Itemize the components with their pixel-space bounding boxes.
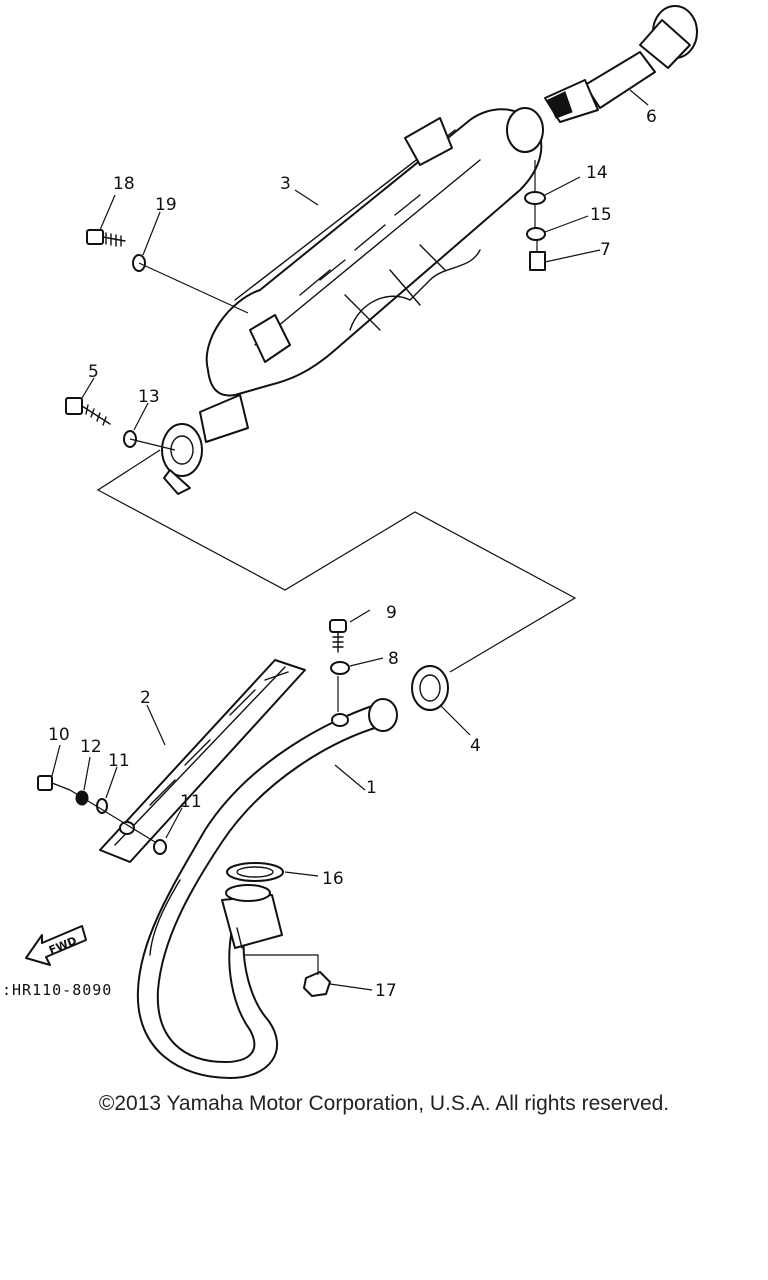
callout-14: 14	[586, 163, 608, 183]
tail-pipe-part-6	[544, 5, 698, 123]
exhaust-exploded-diagram: 1 2 3 4 5 6 7 8 9 10 11 11 12 13 14 15 1…	[2, 5, 698, 1079]
protector-part-2	[99, 659, 306, 863]
bolt-7	[529, 251, 546, 271]
callout-1: 1	[366, 778, 377, 798]
callout-17: 17	[375, 981, 397, 1001]
washer-15	[526, 227, 546, 241]
callout-19: 19	[155, 195, 177, 215]
copyright-notice: ©2013 Yamaha Motor Corporation, U.S.A. A…	[98, 1092, 670, 1115]
callout-13: 13	[138, 387, 160, 407]
bolt-18	[86, 229, 126, 247]
callout-4: 4	[470, 736, 481, 756]
callout-11b: 11	[180, 792, 202, 812]
bolt-10	[37, 775, 71, 791]
callout-15: 15	[590, 205, 612, 225]
gasket-16	[226, 862, 284, 882]
fwd-arrow-icon: FWD	[25, 925, 87, 966]
callout-10: 10	[48, 725, 70, 745]
washer-14	[524, 191, 546, 205]
callout-6: 6	[646, 107, 657, 127]
callout-11a: 11	[108, 751, 130, 771]
callout-18: 18	[113, 174, 135, 194]
gasket-4	[411, 665, 449, 711]
bolt-9	[329, 619, 347, 653]
callout-5: 5	[88, 362, 99, 382]
callout-12: 12	[80, 737, 102, 757]
washer-11a	[96, 798, 108, 814]
callout-16: 16	[322, 869, 344, 889]
nut-17	[303, 971, 331, 997]
callout-3: 3	[280, 174, 291, 194]
callout-8: 8	[388, 649, 399, 669]
washer-8	[330, 661, 350, 675]
washer-11b	[153, 839, 167, 855]
callout-2: 2	[140, 688, 151, 708]
callout-7: 7	[600, 240, 611, 260]
fwd-label: FWD	[47, 934, 79, 957]
callout-9: 9	[386, 603, 397, 623]
assembly-lines	[51, 89, 649, 991]
muffler-part-3	[161, 107, 544, 495]
exhaust-flange	[221, 884, 283, 949]
figure-code: :HR110-8090	[2, 981, 112, 999]
bolt-5	[65, 397, 111, 426]
